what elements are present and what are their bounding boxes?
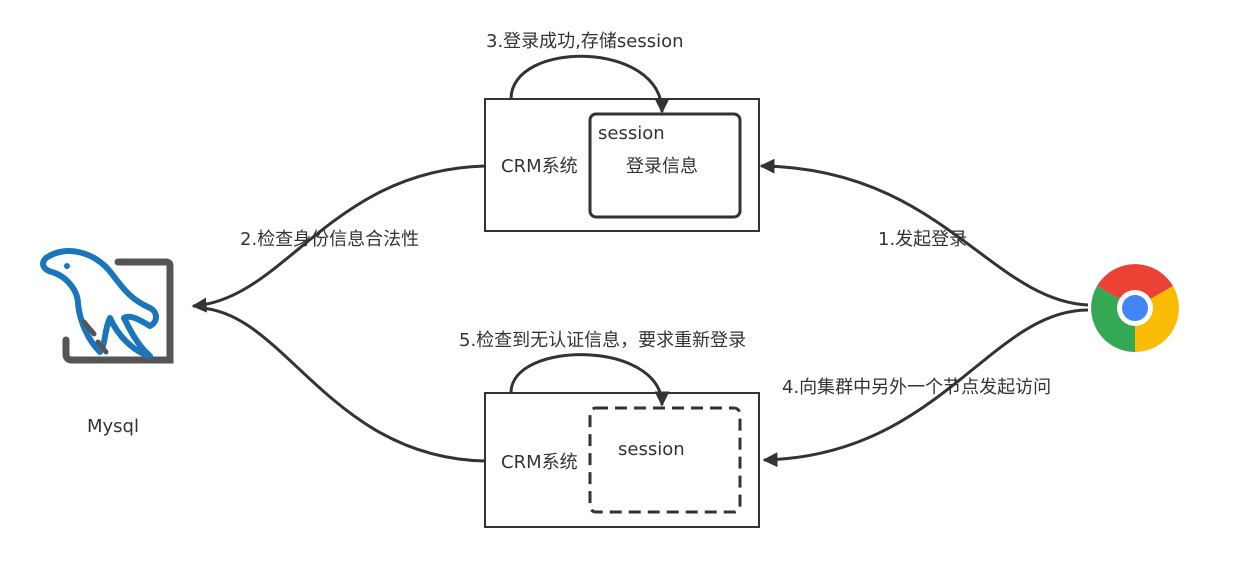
arrow-step3-loop	[509, 54, 670, 114]
session-box-top	[588, 112, 742, 219]
crm-node-top: CRM系统 session 登录信息	[484, 98, 760, 232]
chrome-icon	[1091, 264, 1179, 352]
session-label-top: session	[598, 123, 665, 144]
edge-label-step4: 4.向集群中另外一个节点发起访问	[782, 377, 1051, 398]
arrow-step2-bottom	[199, 306, 486, 463]
crm-label-top: CRM系统	[501, 156, 578, 177]
mysql-dolphin-icon	[40, 248, 174, 364]
arrow-step1	[759, 158, 1089, 307]
login-info-label: 登录信息	[626, 156, 698, 177]
arrow-step5-loop	[509, 353, 670, 407]
crm-node-bottom: CRM系统 session	[484, 392, 760, 528]
edge-label-step1: 1.发起登录	[878, 229, 967, 250]
session-box-bottom	[588, 406, 742, 514]
edge-label-step2: 2.检查身份信息合法性	[240, 229, 419, 250]
arrow-step2-top	[191, 164, 486, 313]
edge-label-step3: 3.登录成功,存储session	[486, 31, 684, 52]
crm-label-bottom: CRM系统	[501, 452, 578, 473]
mysql-label: Mysql	[87, 416, 139, 437]
edge-label-step5: 5.检查到无认证信息，要求重新登录	[459, 330, 746, 351]
mysql-node: Mysql	[40, 248, 174, 437]
arrow-step4	[762, 308, 1089, 468]
session-label-bottom: session	[618, 439, 685, 460]
